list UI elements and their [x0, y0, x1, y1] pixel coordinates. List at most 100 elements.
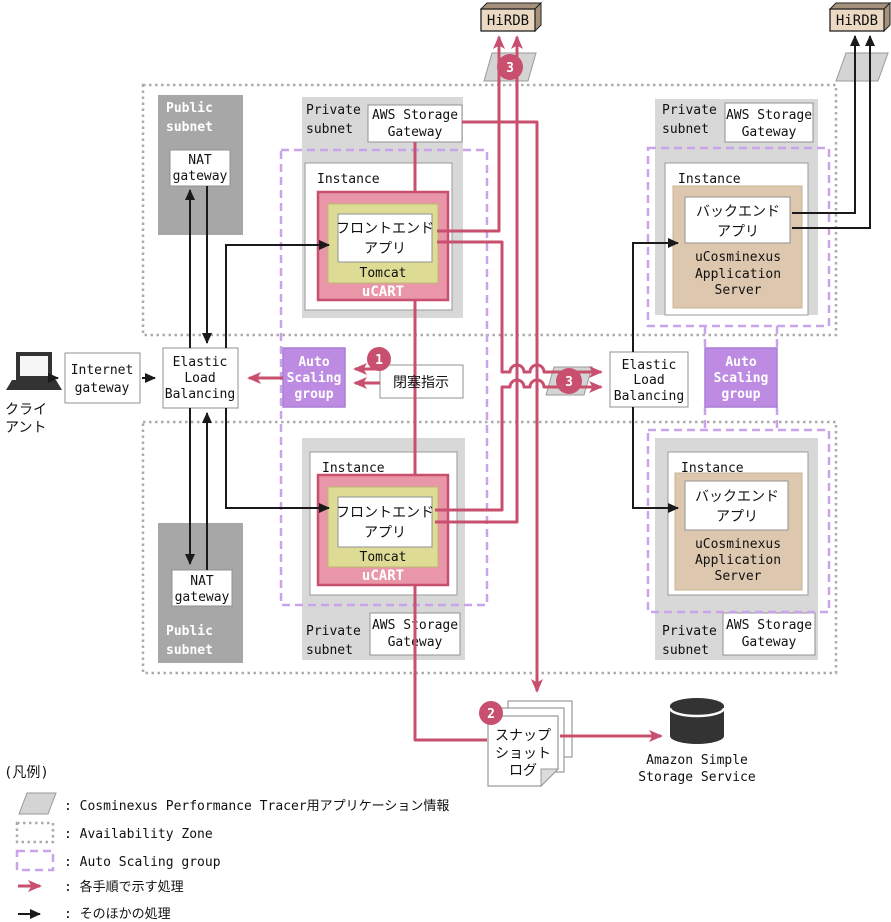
legend-heading: (凡例) [4, 765, 49, 781]
flow-frontend-top-to-elb2 [437, 240, 603, 378]
public-subnet-label: Public [166, 101, 213, 116]
frontend-app-label: アプリ [364, 241, 406, 257]
aws-storage-gateway-label: AWS Storage [372, 108, 458, 123]
private-subnet-label: Private [662, 103, 717, 118]
frontend-app-label: フロントエンド [336, 221, 434, 237]
backend-app-label: バックエンド [695, 489, 779, 505]
hirdb-top-face [479, 2, 543, 10]
nat-gateway-label: NAT [190, 574, 214, 589]
auto-scaling-group-label: group [721, 387, 760, 402]
step-number: 2 [487, 707, 495, 722]
private-subnet-label: Private [306, 624, 361, 639]
hirdb-box [480, 8, 536, 32]
nat-gateway-box [171, 569, 233, 607]
arrow-elb-to-frontend-bottom [225, 408, 330, 513]
aws-storage-gateway-label: AWS Storage [726, 108, 812, 123]
snapshot-log-label: スナップ [495, 728, 551, 744]
internet-gateway-label: gateway [75, 381, 130, 396]
legend-auto-scaling-icon [15, 849, 55, 872]
s3-label: Storage Service [638, 770, 756, 785]
elb-label: Balancing [614, 389, 684, 404]
step-circle-icon [367, 347, 391, 371]
ucosminexus-label: uCosminexus [695, 250, 781, 265]
auto-scaling-group-label: group [294, 387, 333, 402]
private-subnet-bottom-right: Private subnet Instance バックエンド アプリ uCosm… [655, 438, 818, 660]
private-subnet-label: Private [662, 624, 717, 639]
frontend-app-label: アプリ [364, 525, 406, 541]
flow-ucart-to-snapshot [413, 585, 487, 742]
step-number: 3 [565, 375, 573, 390]
backend-app-box [684, 196, 791, 244]
arrow-elb-to-frontend-top [225, 240, 330, 348]
private-subnet-label: subnet [662, 643, 709, 658]
step-3-badge-middle: 3 [556, 368, 582, 394]
auto-scaling-group-boundary-right-top [646, 146, 831, 328]
auto-scaling-group-label: Scaling [287, 371, 342, 386]
aws-storage-gateway-box [724, 102, 814, 143]
elastic-load-balancing-right: Elastic Load Balancing [609, 351, 689, 408]
step-2-badge: 2 [479, 701, 503, 725]
laptop-screen [20, 356, 48, 376]
ucart-label: uCART [362, 284, 404, 300]
internet-gateway-box [64, 352, 141, 404]
snapshot-log-label: ログ [509, 763, 537, 779]
backend-app-label: アプリ [717, 224, 759, 240]
public-subnet-label: subnet [166, 643, 213, 658]
auto-scaling-group-label: Scaling [714, 371, 769, 386]
flow-storage-gateway-to-snapshot [462, 120, 543, 693]
step-circle-icon [479, 701, 503, 725]
snapshot-log: スナップ ショット ログ [487, 700, 573, 788]
legend-parallelogram-icon [18, 792, 57, 815]
laptop-base [6, 380, 62, 390]
public-subnet-label: subnet [166, 120, 213, 135]
arrow-elb2-to-backend-bottom [632, 407, 679, 513]
client-label: アント [5, 420, 46, 436]
legend-label-app-info: : Cosminexus Performance Tracer用アプリケーション… [64, 799, 449, 814]
elb-label: Balancing [165, 387, 235, 402]
public-subnet-top: Public subnet NAT gateway [158, 95, 243, 235]
tomcat-label: Tomcat [360, 550, 407, 565]
hirdb-top-face [828, 2, 891, 10]
elastic-load-balancing-left: Elastic Load Balancing [162, 347, 239, 409]
auto-scaling-group-left: Auto Scaling group [282, 347, 346, 408]
step-circle-icon [556, 368, 582, 394]
elb-label: Elastic [622, 358, 677, 373]
blockade-instruction-label: 閉塞指示 [393, 374, 449, 391]
ucosminexus-label: Server [715, 283, 762, 298]
aws-storage-gateway-label: AWS Storage [726, 618, 812, 633]
legend-label-step-arrow: : 各手順で示す処理 [64, 879, 184, 895]
s3-label: Amazon Simple [646, 753, 748, 768]
hirdb-label: HiRDB [487, 13, 529, 29]
auto-scaling-group-label: Auto [725, 355, 756, 370]
backend-app-label: バックエンド [696, 204, 780, 220]
auto-scaling-group-box [282, 347, 346, 408]
instance-label: Instance [681, 461, 744, 476]
ucosminexus-label: Application [695, 267, 781, 282]
s3-cylinder-icon [670, 698, 724, 744]
hirdb-left: HiRDB [479, 1, 543, 33]
elb-box [609, 351, 689, 408]
ucosminexus-label: Server [715, 569, 762, 584]
flow-frontend-top-to-hirdb [437, 35, 505, 233]
legend: (凡例) : Cosminexus Performance Tracer用アプリ… [4, 765, 449, 922]
nat-gateway-label: NAT [188, 153, 212, 168]
hirdb-label: HiRDB [836, 13, 878, 29]
private-subnet-label: subnet [306, 643, 353, 658]
auto-scaling-group-box [704, 347, 778, 408]
private-subnet-bottom-left: Private subnet Instance フロントエンド アプリ Tomc… [302, 438, 465, 660]
availability-zone-top [141, 83, 838, 337]
private-subnet-top-left: Private subnet AWS Storage Gateway Insta… [302, 97, 463, 318]
aws-storage-gateway-label: Gateway [742, 125, 797, 140]
step-circle-icon [497, 54, 523, 80]
availability-zone-bottom [141, 420, 838, 675]
tomcat-label: Tomcat [360, 266, 407, 281]
client-label: クライ [5, 402, 47, 418]
frontend-app-box [337, 213, 433, 263]
private-subnet-top-right: Private subnet AWS Storage Gateway Insta… [655, 99, 818, 316]
private-subnet-label: Private [306, 103, 361, 118]
step-number: 1 [375, 353, 383, 368]
step-number: 3 [506, 61, 514, 76]
ucart-label: uCART [362, 568, 404, 584]
